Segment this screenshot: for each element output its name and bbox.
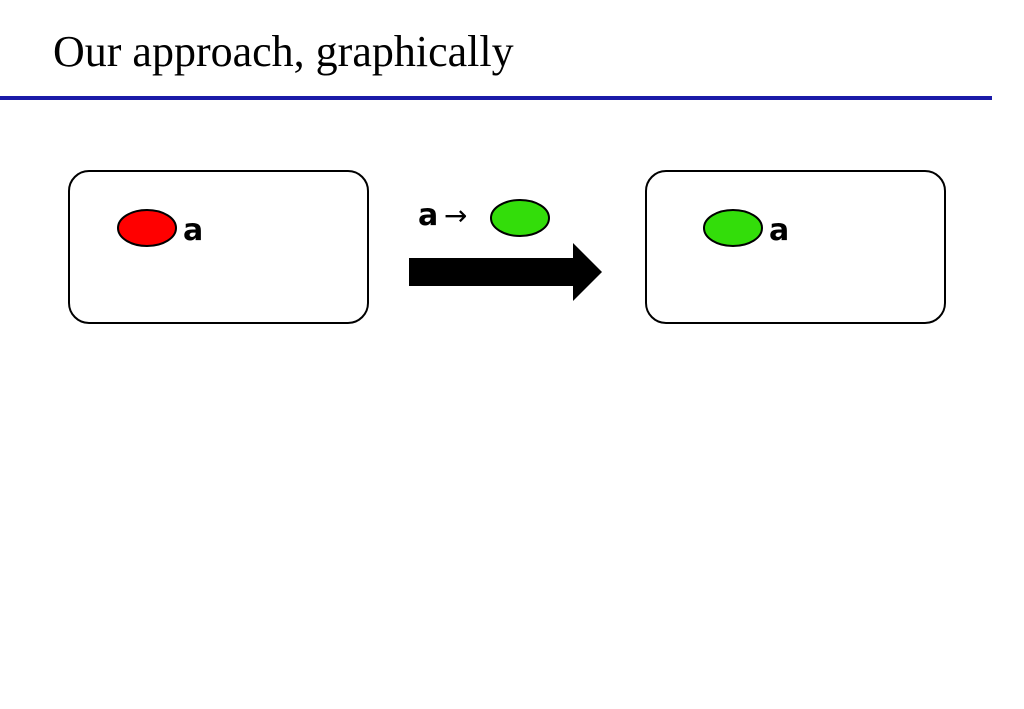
after-state-box: a: [645, 170, 946, 324]
before-state-node: [117, 209, 177, 247]
slide-title: Our approach, graphically: [53, 27, 514, 76]
after-state-node: [703, 209, 763, 247]
after-state-variable-label: a: [769, 213, 789, 248]
after-state-frame: [645, 170, 946, 324]
before-state-variable-label: a: [183, 213, 203, 248]
right-block-arrow-icon: [409, 243, 602, 301]
transition-maps-to-arrow: →: [444, 199, 467, 232]
before-state-frame: [68, 170, 369, 324]
title-divider: [0, 96, 992, 100]
transition: a →: [409, 198, 602, 301]
transition-variable-label: a: [418, 198, 438, 233]
before-state-box: a: [68, 170, 369, 324]
transition-target-node: [490, 199, 550, 237]
